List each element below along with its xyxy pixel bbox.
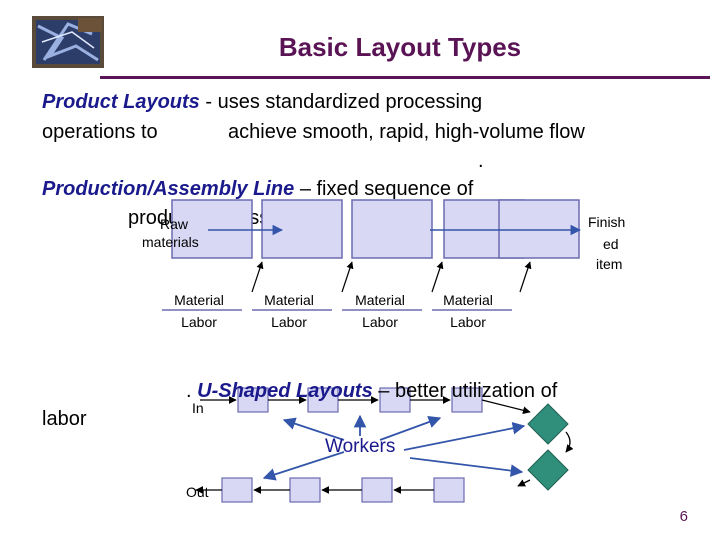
u-shaped-line: . U-Shaped Layouts – better utilization …	[186, 380, 557, 403]
production-line-1: Production/Assembly Line – fixed sequenc…	[42, 178, 473, 201]
input-arrows	[251, 261, 532, 293]
u-flow-arrows	[195, 396, 574, 494]
product-layouts-term: Product Layouts	[42, 91, 200, 113]
station-3-labor: Labor	[362, 314, 398, 330]
station-4-labor: Labor	[450, 314, 486, 330]
title-divider	[100, 76, 710, 79]
u-shaped-continuation: labor	[42, 408, 87, 430]
station-2-labor: Labor	[271, 314, 307, 330]
finished-label-3: item	[596, 256, 623, 272]
station-4-material: Material	[443, 292, 493, 308]
product-layouts-line-2a: operations to	[42, 121, 158, 143]
finished-label-1: Finish	[588, 214, 626, 230]
workers-label: Workers	[325, 436, 396, 457]
raw-label-1: Raw	[160, 216, 189, 232]
station-2-material: Material	[264, 292, 314, 308]
u-shaped-desc: – better utilization of	[372, 380, 558, 402]
product-layouts-desc: - uses standardized processing	[199, 91, 483, 113]
production-term: Production/Assembly Line	[42, 178, 295, 200]
station-box-2	[261, 199, 343, 259]
station-box-3	[351, 199, 433, 259]
logo-image	[32, 16, 104, 68]
u-shaped-corner-stations	[527, 403, 569, 491]
u-shaped-stations	[221, 387, 483, 503]
station-box-5	[498, 199, 580, 259]
station-3-material: Material	[355, 292, 405, 308]
station-1-material: Material	[174, 292, 224, 308]
u-shaped-bullet: .	[186, 380, 192, 402]
station-1-labor: Labor	[181, 314, 217, 330]
page-number: 6	[679, 508, 688, 525]
in-label: In	[192, 400, 204, 416]
worker-arrows	[262, 414, 526, 481]
product-layouts-line-2b: achieve smooth, rapid, high-volume flow	[228, 121, 585, 143]
product-layouts-line-1: Product Layouts - uses standardized proc…	[42, 91, 482, 114]
product-layouts-period: .	[478, 150, 484, 172]
u-shaped-term: U-Shaped Layouts	[197, 380, 373, 402]
out-label: Out	[186, 484, 209, 500]
raw-label-2: materials	[142, 234, 199, 250]
product-line-stations	[171, 199, 580, 259]
production-desc: – fixed sequence of	[294, 178, 474, 200]
finished-label-2: ed	[603, 236, 619, 252]
station-box-1	[171, 199, 253, 259]
slide-title: Basic Layout Types	[278, 32, 522, 62]
